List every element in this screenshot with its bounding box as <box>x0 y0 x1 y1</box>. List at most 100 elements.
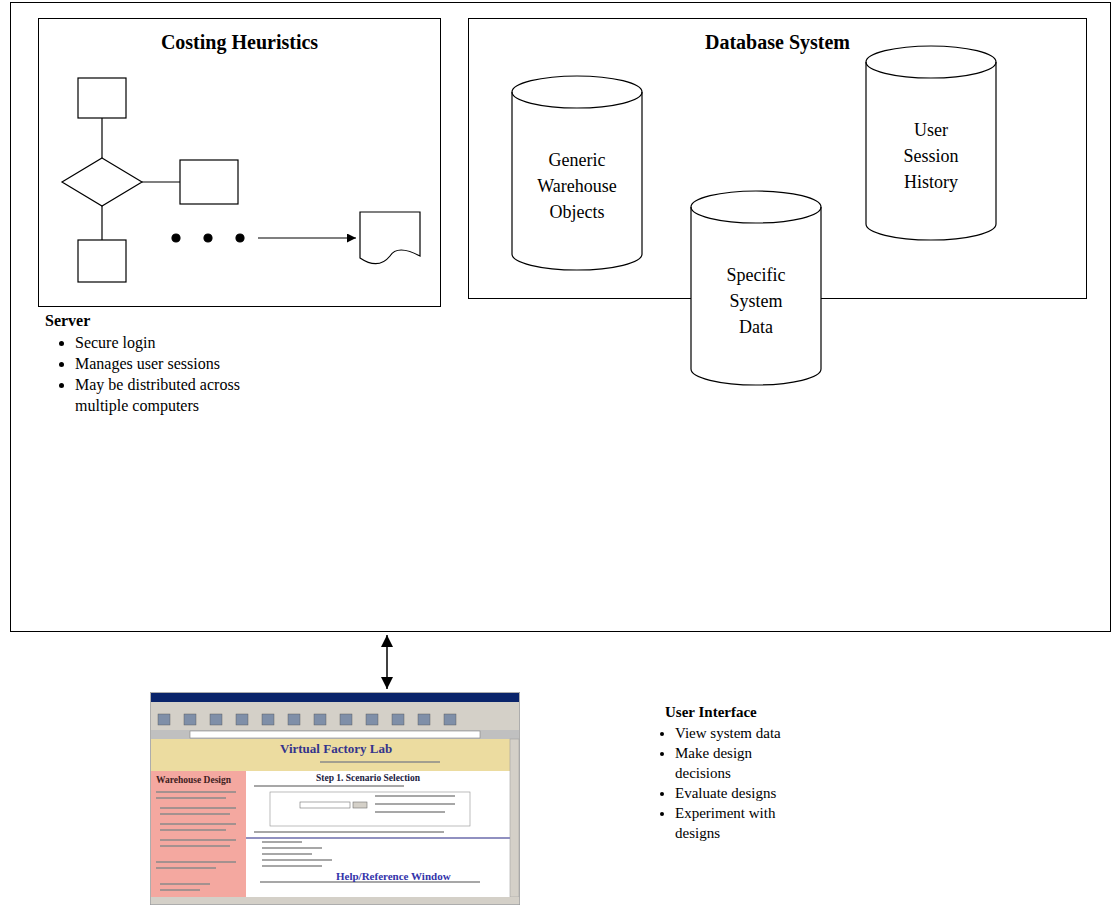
screen-text: Virtual Factory Lab <box>280 742 392 756</box>
bullet-list: View system dataMake design decisionsEva… <box>650 723 793 843</box>
text-line-texture <box>160 813 230 814</box>
database-cylinder: User Session History <box>865 45 997 241</box>
window-part <box>151 693 519 702</box>
flow-dot <box>236 234 244 242</box>
bullet-item: Manages user sessions <box>75 353 273 374</box>
text-line-texture <box>320 761 440 762</box>
cylinder-outline <box>511 75 643 271</box>
connector-layer <box>387 635 388 689</box>
text-line-texture <box>254 785 404 786</box>
text-line-texture <box>160 889 200 890</box>
window-part <box>151 771 246 897</box>
bullet-list: Secure loginManages user sessionsMay be … <box>45 332 273 416</box>
window-part <box>151 710 519 730</box>
section-heading: User Interface <box>650 702 830 723</box>
cylinder-outline <box>865 45 997 241</box>
browser-window <box>150 692 520 905</box>
screen-text: Step 1. Scenario Selection <box>316 773 420 783</box>
window-part <box>246 837 510 839</box>
toolbar-icon <box>288 714 300 725</box>
cylinder-body <box>512 76 642 270</box>
bullet-item: Secure login <box>75 332 273 353</box>
server-notes: ServerSecure loginManages user sessionsM… <box>45 310 285 416</box>
text-line-texture <box>156 791 236 792</box>
text-line-texture <box>160 883 210 884</box>
text-line-texture <box>254 831 444 832</box>
bullet-item: Experiment with designs <box>675 803 793 843</box>
toolbar-icon <box>444 714 456 725</box>
server-box: Costing HeuristicsGeneric Warehouse Obje… <box>10 2 1111 632</box>
toolbar-icon <box>418 714 430 725</box>
database-cylinder: Generic Warehouse Objects <box>511 75 643 271</box>
flowchart-illustration <box>62 78 420 282</box>
flow-line <box>142 181 180 182</box>
toolbar-icon <box>340 714 352 725</box>
cylinder-label: User Session History <box>887 117 975 195</box>
toolbar-icon <box>184 714 196 725</box>
text-line-texture <box>262 853 312 854</box>
cylinder-body <box>866 46 996 240</box>
flow-document <box>360 212 420 264</box>
database-cylinder: Specific System Data <box>690 190 822 386</box>
toolbar-icon <box>314 714 326 725</box>
bullet-item: Make design decisions <box>675 743 793 783</box>
bullet-item: View system data <box>675 723 793 743</box>
text-line-texture <box>262 865 322 866</box>
ui-screenshot: Virtual Factory LabWarehouse Design Step … <box>150 692 520 905</box>
toolbar-icon <box>210 714 222 725</box>
flow-rect <box>180 160 238 204</box>
window-part <box>353 802 367 808</box>
cylinder-label: Specific System Data <box>712 262 800 340</box>
flow-arrow <box>258 237 356 238</box>
box-title: Costing Heuristics <box>39 19 440 54</box>
window-part <box>246 771 510 897</box>
text-line-texture <box>375 795 455 796</box>
text-line-texture <box>156 867 216 868</box>
toolbar-icon <box>236 714 248 725</box>
text-line-texture <box>375 811 445 812</box>
cylinder-body <box>691 191 821 385</box>
text-line-texture <box>160 839 236 840</box>
module-box: Generic Warehouse ObjectsSpecific System… <box>468 18 1087 299</box>
flow-dot <box>172 234 180 242</box>
screen-text: Help/Reference Window <box>336 870 451 882</box>
text-line-texture <box>160 845 230 846</box>
cylinder-rim <box>691 207 821 223</box>
ui-notes: User InterfaceView system dataMake desig… <box>650 702 830 843</box>
window-part <box>151 739 510 771</box>
text-line-texture <box>156 797 226 798</box>
box-title: Database System <box>469 19 1086 54</box>
window-part <box>510 739 519 897</box>
window-part <box>190 731 480 738</box>
text-line-texture <box>262 859 332 860</box>
data-exchange-arrow <box>386 635 388 689</box>
bullet-item: Evaluate designs <box>675 783 793 803</box>
cylinder-rim <box>512 92 642 108</box>
cylinder-label: Generic Warehouse Objects <box>533 147 621 225</box>
window-part <box>151 897 519 904</box>
text-line-texture <box>262 847 322 848</box>
toolbar-icon <box>392 714 404 725</box>
bullet-item: May be distributed across multiple compu… <box>75 374 273 416</box>
screen-text: Warehouse Design <box>156 775 231 785</box>
text-line-texture <box>160 829 226 830</box>
toolbar-icon <box>158 714 170 725</box>
flow-rect <box>78 78 126 118</box>
cylinder-rim <box>866 62 996 78</box>
window-part <box>150 692 520 905</box>
text-line-texture <box>156 861 236 862</box>
window-part <box>300 802 350 808</box>
text-line-texture <box>375 803 455 804</box>
flow-diamond <box>62 158 142 206</box>
cylinder-outline <box>690 190 822 386</box>
section-heading: Server <box>45 310 285 332</box>
flow-rect <box>78 240 126 282</box>
flow-line <box>101 118 102 158</box>
window-part <box>151 702 519 710</box>
module-box: Costing Heuristics <box>38 18 441 307</box>
text-line-texture <box>160 823 236 824</box>
text-line-texture <box>262 841 302 842</box>
toolbar-icon <box>262 714 274 725</box>
flow-line <box>101 206 102 240</box>
